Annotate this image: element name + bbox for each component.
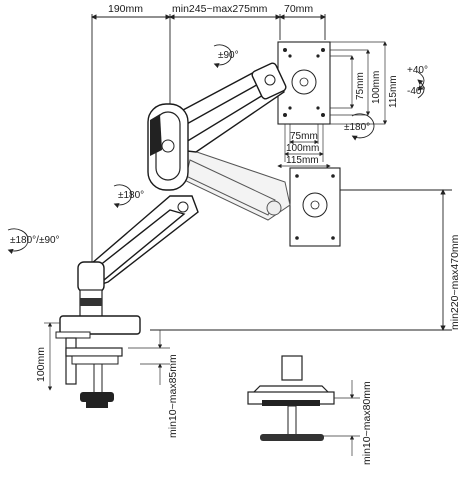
grommet-mount [247,355,335,441]
dim-grommet-range: min10~max80mm [361,381,373,465]
screen-rotate-indicator [351,113,375,141]
tilt-arrows [417,71,425,99]
dim-height-range: min220~max470mm [449,234,461,330]
dim-vesa-115-horizontal: 115mm [286,155,319,166]
dim-top-mid: min245~max275mm [172,3,268,15]
arm-post [77,261,105,319]
desk-clamp [55,315,141,408]
upper-arm-rotate-label: ±90° [218,50,239,61]
base-rotate-indicator [7,228,29,255]
tilt-down-label: -40° [407,86,425,97]
dim-vesa-100-horizontal: 100mm [286,143,319,154]
elbow-rotate-label: ±180° [118,190,144,201]
dim-top-left: 190mm [108,3,143,15]
upper-arm [167,62,287,153]
base-rotate-label: ±180°/±90° [10,235,60,246]
dim-vesa-75-horizontal: 75mm [290,131,318,142]
upper-arm-rotate-indicator [213,44,232,69]
elbow-rotate-indicator [113,184,132,209]
dim-vesa-115-vertical: 115mm [388,75,399,108]
ghost-arm [179,147,291,221]
dim-vesa-100-vertical: 100mm [371,71,382,104]
dim-base-height: 100mm [35,347,47,382]
vesa-plate-lower [289,167,341,247]
screen-rotate-label: ±180° [344,122,370,133]
dim-vesa-75-vertical: 75mm [355,72,366,100]
tilt-up-label: +40° [407,65,428,76]
elbow-joint [147,103,189,191]
dim-top-right: 70mm [284,3,313,15]
dim-clamp-range: min10~max85mm [167,354,179,438]
